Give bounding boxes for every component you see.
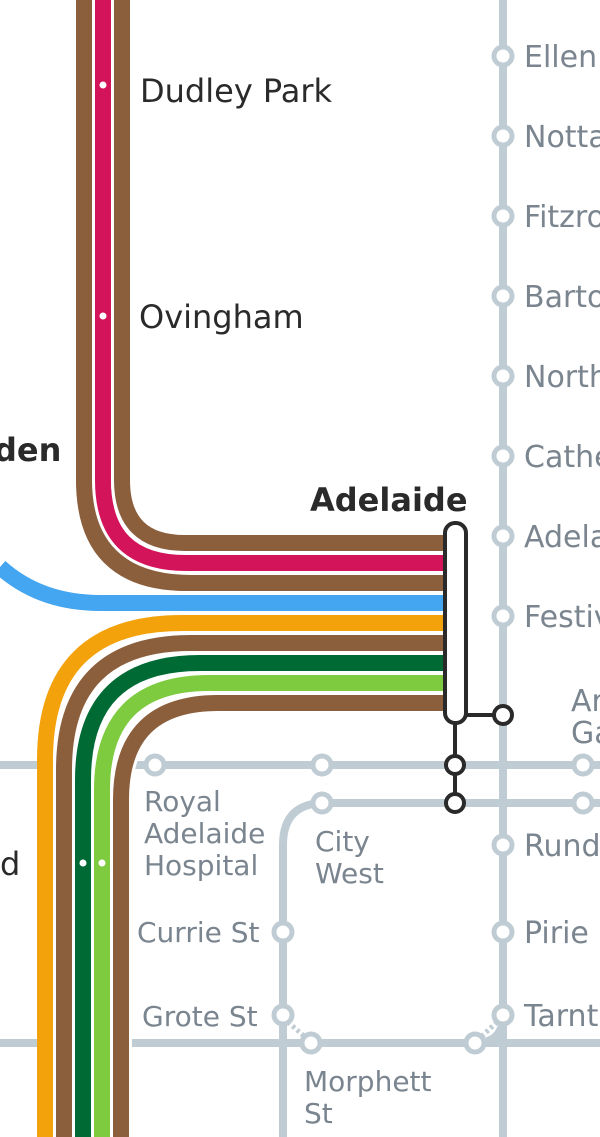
tram-stop-fitzro[interactable] (491, 204, 515, 228)
label-adelaide: Adelaide (310, 481, 468, 519)
label-barto: Barto (524, 280, 600, 315)
label-royal-line2: Adelaide (144, 817, 265, 850)
label-ovingham: Ovingham (139, 298, 304, 336)
label-festiv: Festiv (524, 600, 600, 635)
tram-stop-rund[interactable] (491, 833, 515, 857)
label-royal-line3: Hospital (144, 849, 258, 882)
tram-stop-adela[interactable] (491, 524, 515, 548)
label-d-fragment: d (0, 845, 20, 883)
map-labels: Dudley Park Ovingham den Adelaide d Roya… (0, 40, 600, 1130)
label-grote-st: Grote St (142, 1000, 258, 1033)
tram-stop-ellen[interactable] (491, 44, 515, 68)
hub-node-south-2[interactable] (444, 792, 466, 814)
tram-stop-cathe[interactable] (491, 444, 515, 468)
brown-line-south-inner (113, 695, 445, 1137)
station-dot-south-1[interactable] (79, 859, 87, 867)
tram-stop-city-west-east[interactable] (571, 791, 595, 815)
tram-stations (143, 44, 595, 1055)
transfer-tarnt-morphett (479, 1020, 499, 1039)
tram-stop-barto[interactable] (491, 284, 515, 308)
tram-stop-festiv[interactable] (491, 604, 515, 628)
adelaide-hub (443, 521, 514, 814)
tram-stop-north[interactable] (491, 364, 515, 388)
tram-stop-currie-st[interactable] (271, 920, 295, 944)
label-notta: Notta (524, 120, 600, 155)
label-adela: Adela (524, 520, 600, 555)
station-dot-ovingham[interactable] (99, 312, 107, 320)
station-dot-south-2[interactable] (98, 859, 106, 867)
tram-stop-morphett-west[interactable] (299, 1031, 323, 1055)
blue-line-track (0, 560, 445, 611)
tram-stop-royal-adelaide-hospital[interactable] (143, 753, 167, 777)
transfer-grote-morphett (286, 1020, 307, 1039)
label-dudley-park: Dudley Park (140, 72, 333, 110)
brown-line-outer (76, 0, 445, 591)
tram-stop-pirie[interactable] (491, 920, 515, 944)
tram-stop-east-2[interactable] (571, 753, 595, 777)
label-city-west-line2: West (315, 857, 384, 890)
hub-node-south-1[interactable] (444, 754, 466, 776)
brown-line-inner (114, 0, 445, 551)
station-dot-dudley-park[interactable] (99, 81, 107, 89)
northern-lines (76, 0, 445, 591)
tram-stop-morphett-east[interactable] (463, 1031, 487, 1055)
tram-stop-notta[interactable] (491, 124, 515, 148)
tram-stop-tarnt[interactable] (491, 1003, 515, 1027)
adelaide-station-platform[interactable] (443, 521, 468, 725)
label-north: North (524, 360, 600, 395)
tram-stop-city-west[interactable] (310, 791, 334, 815)
label-city-west-line1: City (315, 825, 370, 858)
label-currie-st: Currie St (137, 916, 260, 949)
tram-stop-east-1[interactable] (310, 753, 334, 777)
southern-lines (37, 615, 445, 1137)
label-morphett-line1: Morphett (304, 1065, 432, 1098)
label-rund: Rund (524, 829, 600, 864)
hub-node-east[interactable] (492, 704, 514, 726)
label-royal-line1: Royal (144, 785, 221, 818)
label-fitzro: Fitzro (524, 200, 600, 235)
tram-stop-grote-st[interactable] (271, 1003, 295, 1027)
dark-green-line (75, 655, 445, 1137)
tram-transfer-connectors (286, 1020, 499, 1039)
label-morphett-line2: St (304, 1097, 333, 1130)
train-station-dots (79, 81, 107, 867)
light-green-line (94, 675, 445, 1137)
label-ga: Ga (571, 716, 600, 751)
magenta-line (95, 0, 445, 571)
orange-line (37, 615, 445, 1137)
brown-line-south-outer (56, 635, 445, 1137)
label-cathe: Cathe (524, 440, 600, 475)
label-den-fragment: den (0, 431, 61, 469)
label-tarnt: Tarnt (523, 999, 599, 1034)
label-ellen: Ellen (524, 40, 597, 75)
label-ar: Ar (571, 684, 600, 719)
blue-line (0, 557, 445, 615)
label-pirie: Pirie S (524, 916, 600, 951)
